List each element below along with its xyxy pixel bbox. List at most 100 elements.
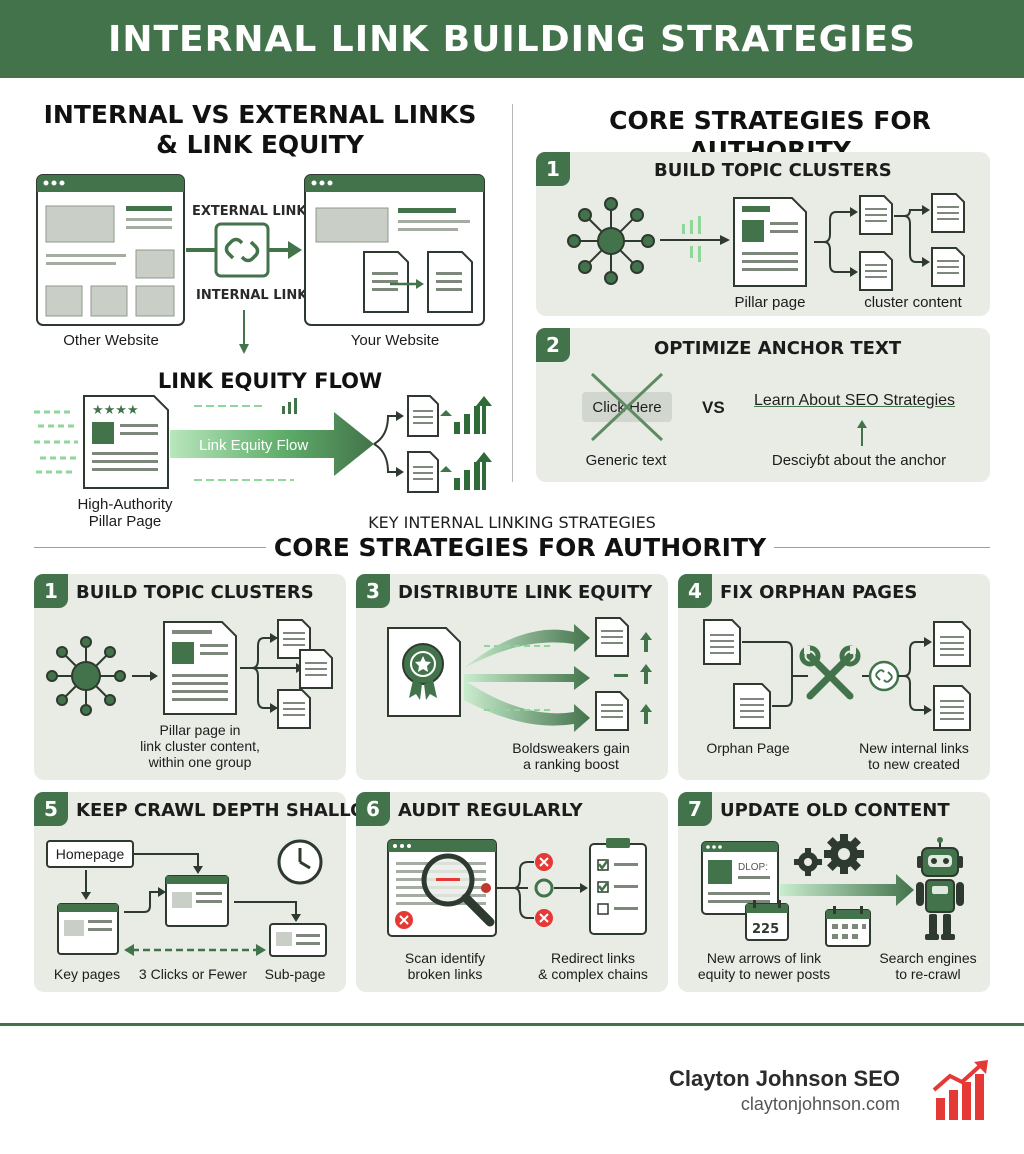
- card-caption: Boldsweakers gain a ranking boost: [496, 740, 646, 772]
- card-title: UPDATE OLD CONTENT: [720, 800, 950, 821]
- divider-line-right: [774, 547, 990, 548]
- search-line1: Search engines: [879, 950, 977, 966]
- crawl-depth-diagram: [57, 853, 327, 957]
- card-title: DISTRIBUTE LINK EQUITY: [398, 582, 653, 603]
- cluster-content-caption: cluster content: [864, 294, 962, 311]
- card-number: 1: [536, 152, 570, 186]
- pillar-label-line1: High-Authority: [77, 496, 173, 513]
- card-number: 4: [678, 574, 712, 608]
- orphan-pages-icon: [703, 619, 971, 731]
- card-number: 3: [356, 574, 390, 608]
- cluster-docs-icon: [240, 619, 333, 729]
- award-doc-icon: [387, 627, 461, 717]
- card-title: BUILD TOPIC CLUSTERS: [654, 160, 892, 181]
- card-keep-crawl-depth-shallow: 5 KEEP CRAWL DEPTH SHALLOW Homepage Key …: [34, 792, 385, 992]
- vs-label: VS: [702, 398, 725, 417]
- equity-arrows-icon: [464, 617, 652, 732]
- caption-line2: to new created: [868, 756, 960, 772]
- new-line2: equity to newer posts: [697, 966, 831, 982]
- clock-icon: [277, 839, 323, 885]
- footer-divider: [0, 1023, 1024, 1026]
- orphan-page-label: Orphan Page: [706, 740, 790, 756]
- your-website-label: Your Website: [350, 332, 440, 349]
- hub-network-icon: [46, 636, 126, 716]
- key-pages-label: Key pages: [53, 966, 121, 982]
- left-title-line2: & LINK EQUITY: [156, 130, 364, 159]
- pillar-page-label: High-Authority Pillar Page: [50, 496, 200, 530]
- pillar-page-caption: Pillar page: [734, 294, 806, 311]
- strategy-card-anchor-text: 2 OPTIMIZE ANCHOR TEXT Click Here VS Lea…: [536, 328, 990, 482]
- audit-scan-illustration: [387, 838, 647, 937]
- clicks-label: 3 Clicks or Fewer: [138, 966, 248, 982]
- calendar-number: 225: [752, 922, 779, 937]
- card-title: OPTIMIZE ANCHOR TEXT: [654, 338, 902, 359]
- card-number: 6: [356, 792, 390, 826]
- flow-arrow-text: Link Equity Flow: [199, 437, 308, 454]
- redirect-caption: Redirect links & complex chains: [528, 950, 658, 982]
- other-website-illustration: [36, 174, 185, 326]
- key-strategies-subtitle: KEY INTERNAL LINKING STRATEGIES: [368, 513, 656, 532]
- link-equity-flow-illustration: ★★★★ Link Equity Flow: [34, 395, 492, 493]
- search-line2: to re-crawl: [895, 966, 961, 982]
- link-chain-icon: [186, 222, 302, 278]
- page-title: INTERNAL LINK BUILDING STRATEGIES: [107, 18, 917, 60]
- caption-line3: within one group: [148, 754, 252, 770]
- scan-line1: Scan identify: [404, 950, 486, 966]
- strategy-card-topic-clusters: 1 BUILD TOPIC CLUSTERS: [536, 152, 990, 316]
- homepage-label: Homepage: [55, 846, 125, 862]
- your-website-illustration: [304, 174, 485, 326]
- update-content-illustration: DLOP: 225: [701, 834, 964, 947]
- caption-line2: a ranking boost: [523, 756, 619, 772]
- redirect-line2: & complex chains: [538, 966, 648, 982]
- old-page-text: DLOP:: [738, 862, 768, 873]
- middle-title: CORE STRATEGIES FOR AUTHORITY: [273, 533, 767, 562]
- pillar-label-line2: Pillar Page: [88, 513, 162, 530]
- card-title: KEEP CRAWL DEPTH SHALLOW: [76, 800, 386, 821]
- pillar-doc-icon: [163, 621, 237, 715]
- card-distribute-link-equity: 3 DISTRIBUTE LINK EQUITY Boldsweakers ga…: [356, 574, 668, 780]
- card-title: BUILD TOPIC CLUSTERS: [76, 582, 314, 603]
- svg-text:★★★★: ★★★★: [92, 403, 139, 418]
- card-title: AUDIT REGULARLY: [398, 800, 583, 821]
- scan-line2: broken links: [407, 966, 483, 982]
- brand-block: Clayton Johnson SEO claytonjohnson.com: [669, 1066, 900, 1115]
- internal-link-label: INTERNAL LINK: [196, 288, 308, 303]
- card-number: 5: [34, 792, 68, 826]
- subpage-label: Sub-page: [264, 966, 326, 982]
- card-number: 7: [678, 792, 712, 826]
- external-link-label: EXTERNAL LINK: [192, 204, 307, 219]
- card-caption: Pillar page in link cluster content, wit…: [120, 722, 280, 770]
- card-number: 1: [34, 574, 68, 608]
- good-anchor-text: Learn About SEO Strategies: [754, 392, 956, 409]
- generic-text-caption: Generic text: [585, 452, 667, 469]
- arrow-right-icon: [132, 671, 158, 681]
- new-line1: New arrows of link: [706, 950, 822, 966]
- card-number: 2: [536, 328, 570, 362]
- redirect-line1: Redirect links: [550, 950, 636, 966]
- card-update-old-content: 7 UPDATE OLD CONTENT DLOP: 225: [678, 792, 990, 992]
- cluster-docs-icon: [814, 193, 965, 291]
- caption-line1: Pillar page in: [159, 722, 241, 738]
- card-audit-regularly: 6 AUDIT REGULARLY Sc: [356, 792, 668, 992]
- card-title: FIX ORPHAN PAGES: [720, 582, 918, 603]
- caption-line1: New internal links: [859, 740, 969, 756]
- cross-out-icon: [590, 372, 664, 442]
- brand-url: claytonjohnson.com: [740, 1094, 900, 1114]
- header-banner: INTERNAL LINK BUILDING STRATEGIES: [0, 0, 1024, 78]
- descriptive-caption: Desciyɓt about the anchor: [771, 452, 947, 469]
- caption-line2: link cluster content,: [140, 738, 260, 754]
- left-title-line1: INTERNAL VS EXTERNAL LINKS: [43, 100, 477, 129]
- growth-chart-logo-icon: [932, 1060, 988, 1120]
- card-caption: New internal links to new created: [844, 740, 984, 772]
- down-arrow-icon: [239, 310, 249, 354]
- new-arrows-caption: New arrows of link equity to newer posts: [684, 950, 844, 982]
- caption-line1: Boldsweakers gain: [512, 740, 630, 756]
- left-section-title: INTERNAL VS EXTERNAL LINKS & LINK EQUITY: [20, 100, 500, 160]
- search-engines-caption: Search engines to re-crawl: [868, 950, 988, 982]
- hub-network-icon: [567, 197, 655, 285]
- card-build-topic-clusters: 1 BUILD TOPIC CLUSTERS Pilla: [34, 574, 346, 780]
- up-arrow-icon: [857, 420, 867, 446]
- pillar-doc-icon: [733, 197, 807, 287]
- link-equity-flow-title: LINK EQUITY FLOW: [157, 369, 383, 393]
- homepage-box: Homepage: [46, 840, 134, 868]
